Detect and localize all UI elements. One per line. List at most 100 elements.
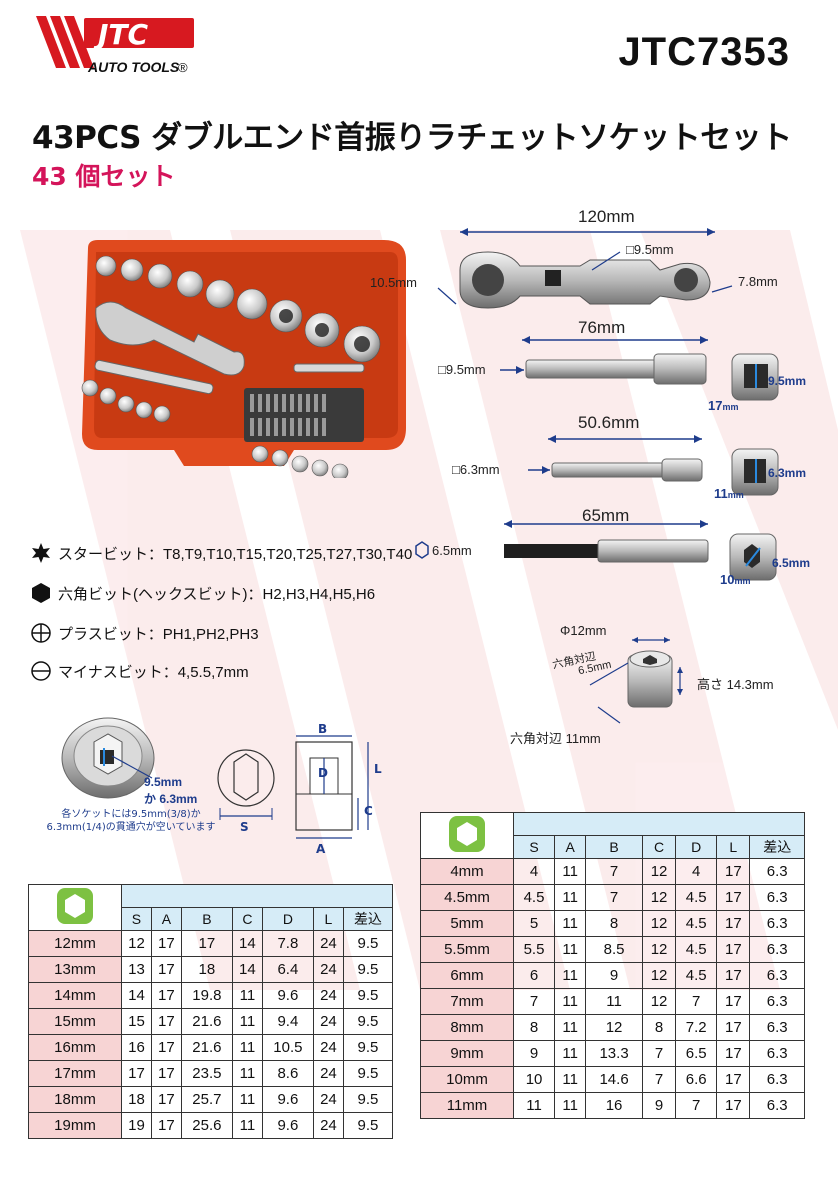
dim-letter-a: A [316,842,326,856]
table-cell: 6.3 [749,1092,805,1119]
table-cell: 7 [675,988,718,1015]
table-cell: 24 [312,956,344,983]
table-header-band [121,884,393,908]
table-cell: 17 [150,1086,182,1113]
slotted-bit-icon [31,661,51,681]
table-column-header: C [641,835,677,859]
adapter-height-label: 高さ 14.3mm [697,677,774,692]
table-cell: 17 [180,930,233,957]
table-cell: 17 [150,956,182,983]
table-cell: 17 [716,1014,751,1041]
table-column-header: 差込 [749,835,805,859]
table-cell: 12 [121,930,152,957]
socket-drive-note: 各ソケットには9.5mm(3/8)か6.3mm(1/4)の貫通穴が空いています [46,809,216,833]
table-column-header: C [231,907,263,931]
table-cell: 17 [716,988,751,1015]
table-cell: 17 [716,910,751,937]
table-cell: 12 [641,884,677,911]
jtc-logo: JTC AUTO TOOLS ® [36,16,194,75]
table-row-size: 11mm [420,1092,514,1119]
holder-length-label: 65mm [582,506,630,525]
table-cell: 12 [585,1014,643,1041]
table-cell: 8.6 [261,1060,314,1087]
ext2-depth-label: 11mm [714,486,744,501]
bit-row-hex: 六角ビット(ヘックスビット)：H2,H3,H4,H5,H6 [30,582,375,604]
table-cell: 6.3 [749,910,805,937]
table-cell: 8 [585,910,643,937]
table-cell: 8.5 [585,936,643,963]
table-corner-icon [28,884,122,931]
table-cell: 14 [231,930,263,957]
table-cell: 7 [585,858,643,885]
model-number: JTC7353 [618,30,790,74]
table-cell: 9 [512,1040,556,1067]
table-header-band [513,812,805,836]
bit-row-slotted: マイナスビット：4,5.5,7mm [30,660,249,682]
table-cell: 17 [716,962,751,989]
table-cell: 5 [512,910,556,937]
table-cell: 6.3 [749,962,805,989]
table-cell: 12 [641,910,677,937]
table-column-header: D [261,907,314,931]
table-column-header: L [716,835,751,859]
svg-text:AUTO TOOLS: AUTO TOOLS [87,59,180,75]
adapter-diameter-label: Φ12mm [560,623,607,638]
table-cell: 9.5 [342,982,394,1009]
ratchet-dimension-drawing [437,228,733,309]
table-cell: 18 [180,956,233,983]
table-cell: 7 [512,988,556,1015]
table-row-size: 12mm [28,930,122,957]
table-cell: 14.6 [585,1066,643,1093]
table-cell: 24 [312,1034,344,1061]
ext1-length-label: 76mm [578,318,626,337]
ratchet-left-thickness-label: 10.5mm [370,275,417,290]
table-cell: 6.3 [749,1040,805,1067]
table-cell: 6.5 [675,1040,718,1067]
table-cell: 9.5 [342,1008,394,1035]
holder-depth-label: 10mm [720,572,751,587]
table-cell: 14 [121,982,152,1009]
table-cell: 11 [231,1008,263,1035]
table-cell: 17 [716,1066,751,1093]
table-row-size: 13mm [28,956,122,983]
table-cell: 5.5 [512,936,556,963]
table-cell: 19.8 [180,982,233,1009]
table-cell: 4.5 [675,936,718,963]
table-cell: 11 [554,1066,587,1093]
hex-bit-icon [32,583,50,603]
hex-socket-icon [57,887,93,924]
socket-photo [61,717,155,799]
table-cell: 11 [554,962,587,989]
table-column-header: B [180,907,233,931]
table-cell: 19 [121,1112,152,1139]
table-row-size: 5.5mm [420,936,514,963]
extension-76-drawing [500,336,779,401]
table-row-size: 18mm [28,1086,122,1113]
table-cell: 11 [554,858,587,885]
dim-letter-d: D [318,766,328,780]
bit-row-label: マイナスビット：4,5.5,7mm [58,663,249,681]
bit-row-star: スタービット：T8,T9,T10,T15,T20,T25,T27,T30,T40 [30,542,412,564]
dim-letter-l: L [374,762,382,776]
table-cell: 7.2 [675,1014,718,1041]
table-row-size: 4.5mm [420,884,514,911]
table-cell: 6.3 [749,884,805,911]
svg-text:JTC: JTC [93,18,149,51]
bit-row-phillips: プラスビット：PH1,PH2,PH3 [30,622,259,644]
table-cell: 11 [554,1014,587,1041]
table-cell: 11 [554,1092,587,1119]
table-cell: 13 [121,956,152,983]
star-bit-icon [32,543,50,563]
table-cell: 11 [231,1060,263,1087]
socket-drive-label-1: 9.5mm [144,775,183,789]
table-cell: 11 [585,988,643,1015]
table-cell: 11 [554,1040,587,1067]
table-cell: 17 [121,1060,152,1087]
